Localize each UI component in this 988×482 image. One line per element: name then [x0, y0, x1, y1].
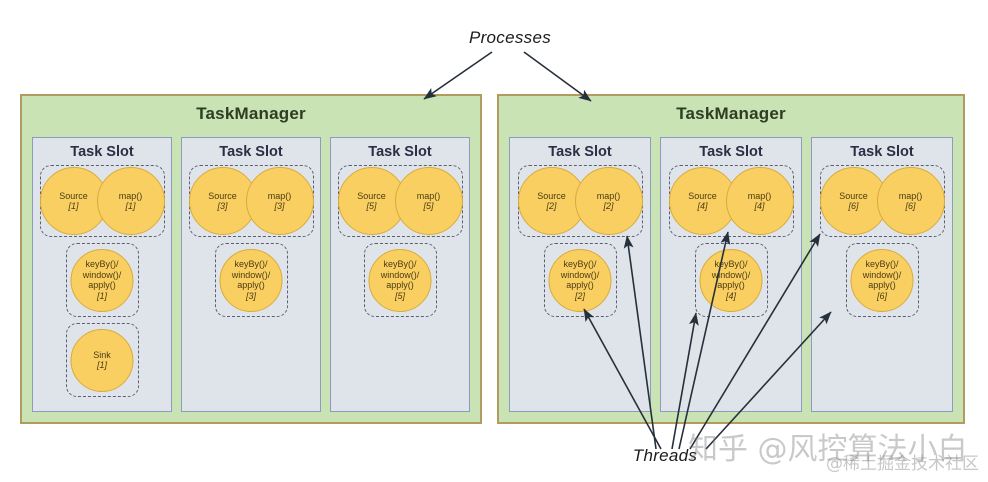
task-group-pair: Source[1]map()[1] [39, 165, 165, 237]
operator-name: map() [747, 190, 772, 201]
task-group-pair: Source[2]map()[2] [517, 165, 643, 237]
operator-name: map() [898, 190, 923, 201]
taskmanager-title: TaskManager [676, 104, 786, 123]
operator-circle: keyBy()/ window()/ apply()[3] [219, 248, 283, 312]
operator-name: Source [357, 190, 386, 201]
operator-circle: Source[2] [517, 167, 586, 235]
operator-index: [5] [394, 290, 405, 301]
task-slot-title: Task Slot [699, 144, 763, 160]
operator-index: [4] [725, 290, 736, 301]
task-group-single: keyBy()/ window()/ apply()[3] [214, 243, 288, 317]
operator-name: Source [208, 190, 237, 201]
operator-index: [3] [274, 201, 285, 211]
watermark-main: 知乎 @风控算法小白 [688, 432, 968, 467]
operator-name: keyBy()/ window()/ apply() [560, 259, 600, 290]
operator-index: [6] [876, 290, 887, 301]
operator-circle: map()[1] [96, 167, 165, 235]
task-slot-title: Task Slot [548, 144, 612, 160]
operator-index: [1] [96, 290, 107, 301]
operator-index: [2] [603, 201, 614, 211]
operator-circle: keyBy()/ window()/ apply()[6] [850, 248, 914, 312]
operator-name: keyBy()/ window()/ apply() [711, 259, 751, 290]
operator-name: keyBy()/ window()/ apply() [862, 259, 902, 290]
operator-circle: Source[1] [39, 167, 108, 235]
operator-circle: map()[6] [876, 167, 945, 235]
task-slot-title: Task Slot [850, 144, 914, 160]
operator-index: [1] [125, 201, 136, 211]
operator-circle: keyBy()/ window()/ apply()[4] [699, 248, 763, 312]
task-group-single: keyBy()/ window()/ apply()[2] [543, 243, 617, 317]
operator-index: [3] [245, 290, 256, 301]
operator-index: [2] [574, 290, 585, 301]
operator-index: [4] [754, 201, 765, 211]
task-slot-title: Task Slot [219, 144, 283, 160]
operator-circle: map()[4] [725, 167, 794, 235]
operator-index: [6] [905, 201, 916, 211]
operator-circle: map()[3] [245, 167, 314, 235]
operator-index: [4] [697, 201, 708, 211]
task-group-pair: Source[3]map()[3] [188, 165, 314, 237]
task-group-single: keyBy()/ window()/ apply()[4] [694, 243, 768, 317]
operator-index: [3] [217, 201, 228, 211]
operator-index: [2] [546, 201, 557, 211]
operator-circle: Source[5] [337, 167, 406, 235]
operator-index: [1] [68, 201, 79, 211]
operator-circle: Sink[1] [70, 328, 134, 392]
operator-name: map() [118, 190, 143, 201]
task-group-pair: Source[4]map()[4] [668, 165, 794, 237]
operator-name: Source [59, 190, 88, 201]
operator-name: Source [537, 190, 566, 201]
processes-annotation: Processes [468, 28, 552, 47]
task-group-single: Sink[1] [65, 323, 139, 397]
operator-circle: keyBy()/ window()/ apply()[1] [70, 248, 134, 312]
task-slot-title: Task Slot [368, 144, 432, 160]
operator-index: [5] [366, 201, 377, 211]
process-arrow [423, 51, 493, 100]
watermark-sub: @稀土掘金技术社区 [826, 454, 979, 474]
operator-name: keyBy()/ window()/ apply() [82, 259, 122, 290]
task-group-single: keyBy()/ window()/ apply()[6] [845, 243, 919, 317]
operator-name: keyBy()/ window()/ apply() [380, 259, 420, 290]
operator-name: Source [839, 190, 868, 201]
operator-index: [1] [96, 360, 107, 370]
operator-circle: keyBy()/ window()/ apply()[5] [368, 248, 432, 312]
operator-circle: keyBy()/ window()/ apply()[2] [548, 248, 612, 312]
task-group-single: keyBy()/ window()/ apply()[5] [363, 243, 437, 317]
operator-name: map() [416, 190, 441, 201]
operator-index: [5] [423, 201, 434, 211]
task-group-pair: Source[5]map()[5] [337, 165, 463, 237]
taskmanager-title: TaskManager [196, 104, 306, 123]
threads-annotation: Threads [632, 446, 698, 465]
task-group-pair: Source[6]map()[6] [819, 165, 945, 237]
operator-name: Source [688, 190, 717, 201]
operator-index: [6] [848, 201, 859, 211]
operator-circle: map()[5] [394, 167, 463, 235]
operator-name: map() [596, 190, 621, 201]
operator-circle: map()[2] [574, 167, 643, 235]
task-slot-title: Task Slot [70, 144, 134, 160]
operator-name: keyBy()/ window()/ apply() [231, 259, 271, 290]
operator-name: Sink [93, 349, 111, 360]
task-group-single: keyBy()/ window()/ apply()[1] [65, 243, 139, 317]
operator-circle: Source[6] [819, 167, 888, 235]
operator-name: map() [267, 190, 292, 201]
